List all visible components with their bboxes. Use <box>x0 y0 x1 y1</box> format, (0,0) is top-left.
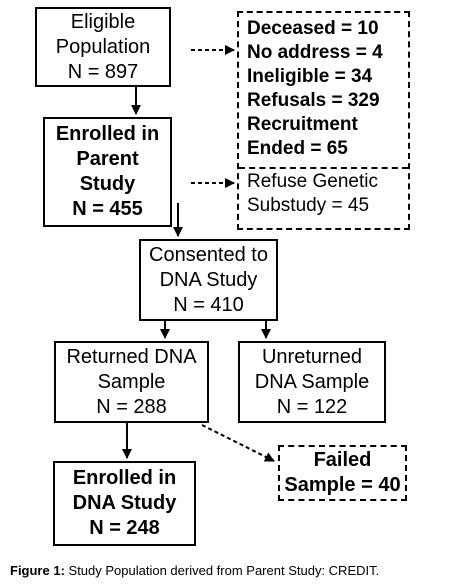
exclusion-ended: Ended = 65 <box>247 138 348 159</box>
enrolled-parent-line-3: Study <box>79 173 136 195</box>
unreturned-dna-box: Unreturned DNA Sample N = 122 <box>238 341 386 423</box>
refuse-genetic-box: Refuse Genetic Substudy = 45 <box>239 167 408 228</box>
unreturned-line-1: Unreturned <box>261 345 363 368</box>
exclusion-ineligible: Ineligible = 34 <box>247 66 373 87</box>
refuse-genetic-line-1: Refuse Genetic <box>247 171 378 192</box>
exclusion-recruitment: Recruitment <box>247 114 358 135</box>
figure-caption: Figure 1: Study Population derived from … <box>10 563 379 579</box>
exclusion-deceased: Deceased = 10 <box>247 18 379 39</box>
returned-line-2: Sample <box>97 370 166 393</box>
exclusion-no-address: No address = 4 <box>247 42 383 63</box>
unreturned-line-2: DNA Sample <box>254 370 370 393</box>
figure-caption-label: Figure 1: <box>10 563 65 578</box>
enrolled-dna-count: N = 248 <box>89 517 160 539</box>
returned-line-1: Returned DNA <box>66 345 197 368</box>
refuse-genetic-line-2: Substudy = 45 <box>247 195 370 216</box>
failed-line-1: Failed <box>313 449 372 471</box>
returned-dna-box: Returned DNA Sample N = 288 <box>54 341 209 423</box>
arrow-returned-to-failed <box>201 424 275 462</box>
eligible-population-box: Eligible Population N = 897 <box>35 7 171 87</box>
consented-box: Consented to DNA Study N = 410 <box>139 239 278 321</box>
exclusion-refusals: Refusals = 329 <box>247 90 380 111</box>
consented-line-1: Consented to <box>149 243 268 266</box>
enrolled-parent-line-1: Enrolled in <box>55 123 160 145</box>
enrolled-dna-line-2: DNA Study <box>72 492 177 514</box>
enrolled-parent-box: Enrolled in Parent Study N = 455 <box>43 117 172 227</box>
enrolled-parent-count: N = 455 <box>72 198 143 220</box>
enrolled-dna-box: Enrolled in DNA Study N = 248 <box>53 461 196 546</box>
returned-count: N = 288 <box>96 395 167 418</box>
consented-line-2: DNA Study <box>159 268 258 291</box>
eligible-count: N = 897 <box>67 60 139 83</box>
failed-sample-box: Failed Sample = 40 <box>278 445 407 501</box>
eligible-line-2: Population <box>55 35 151 58</box>
failed-line-2: Sample = 40 <box>284 474 401 496</box>
enrolled-dna-line-1: Enrolled in <box>72 467 177 489</box>
unreturned-count: N = 122 <box>276 395 348 418</box>
consented-count: N = 410 <box>173 293 244 316</box>
figure-caption-text: Study Population derived from Parent Stu… <box>64 563 380 578</box>
exclusions-box: Deceased = 10 No address = 4 Ineligible … <box>237 11 410 230</box>
eligible-line-1: Eligible <box>70 10 136 33</box>
enrolled-parent-line-2: Parent <box>76 148 139 170</box>
